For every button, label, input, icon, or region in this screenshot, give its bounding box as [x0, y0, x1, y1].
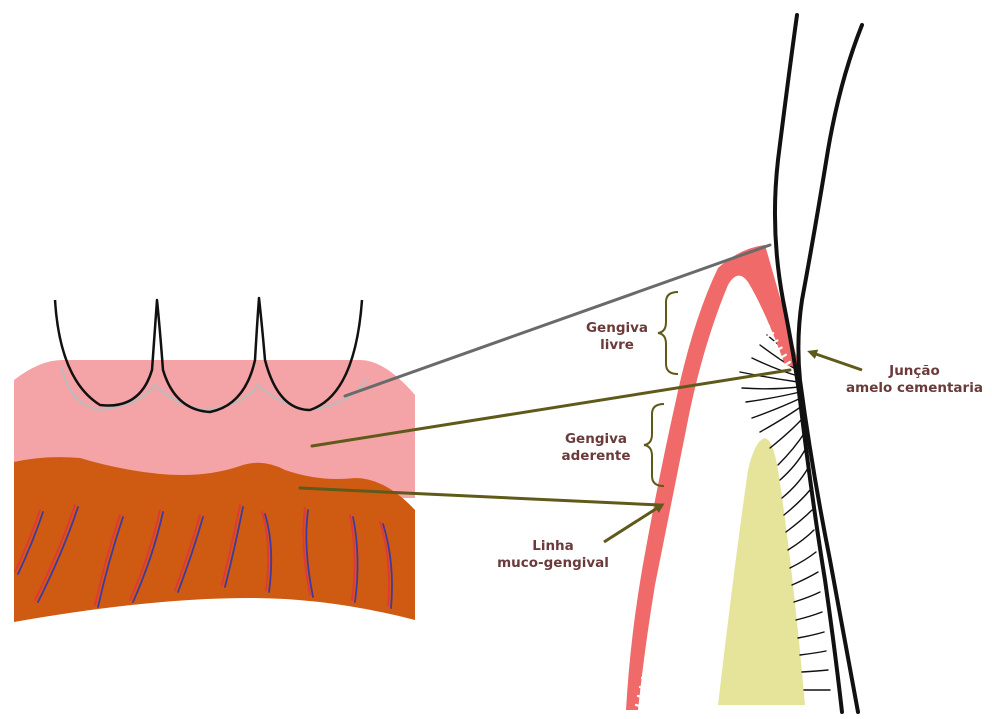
- label-gengiva-aderente: Gengiva aderente: [556, 431, 636, 465]
- label-juncao-amelo-cementaria: Junção amelo cementaria: [842, 363, 987, 397]
- alveolar-bone: [718, 438, 805, 705]
- label-gengiva-livre: Gengiva livre: [582, 320, 652, 354]
- sagittal-section: [626, 15, 862, 712]
- brace-gengiva-livre: [658, 292, 678, 374]
- frontal-gum-view: [14, 298, 415, 622]
- label-linha-muco-gengival: Linha muco-gengival: [488, 538, 618, 572]
